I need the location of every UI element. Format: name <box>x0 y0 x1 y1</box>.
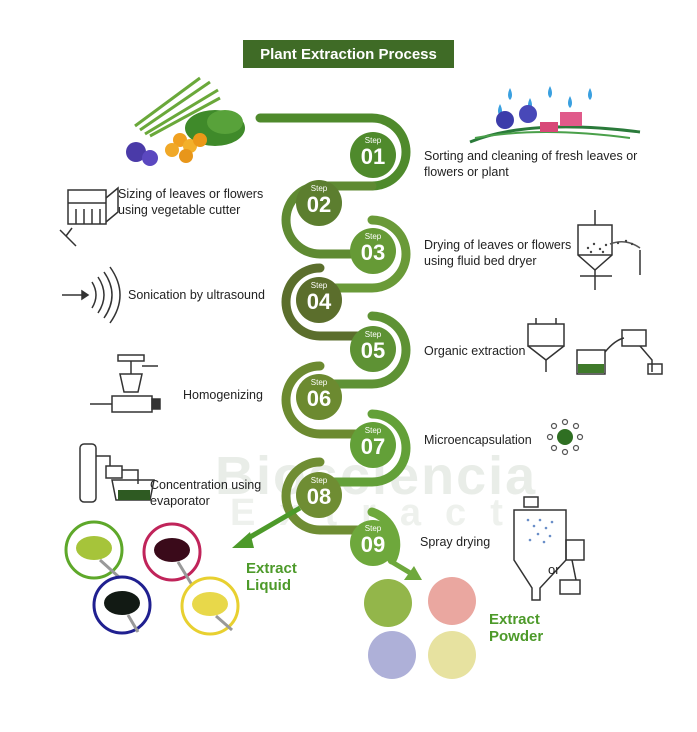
step-04-label: Sonication by ultrasound <box>128 288 265 302</box>
step-05-label: Organic extraction <box>424 344 526 358</box>
extract-liquid-line2: Liquid <box>246 577 291 594</box>
step-06-label: Homogenizing <box>183 388 263 402</box>
step-number: 02 <box>306 192 332 217</box>
step-word: Step <box>364 232 382 241</box>
diagram-title: Plant Extraction Process <box>243 40 454 68</box>
step-number: 09 <box>360 532 386 557</box>
step-number: 05 <box>360 338 386 363</box>
step-word: Step <box>310 476 328 485</box>
step-number: 01 <box>360 144 386 169</box>
step-number: 03 <box>360 240 386 265</box>
step-02-label: Sizing of leaves or flowers using vegeta… <box>118 187 264 217</box>
step-word: Step <box>364 524 382 533</box>
step-number: 04 <box>306 289 332 314</box>
step-number: 07 <box>360 434 386 459</box>
step-number: 08 <box>306 484 332 509</box>
step-01-label: Sorting and cleaning of fresh leaves or … <box>424 149 638 179</box>
extract-powder-line2: Powder <box>489 628 544 645</box>
step-number: 06 <box>306 386 332 411</box>
step-word: Step <box>310 184 328 193</box>
or-label: or <box>548 562 560 577</box>
step-09-label: Spray drying <box>420 535 491 549</box>
step-word: Step <box>310 281 328 290</box>
step-07-label: Microencapsulation <box>424 433 532 447</box>
extract-liquid-label: Extract Liquid <box>246 560 297 594</box>
step-word: Step <box>364 426 382 435</box>
extract-liquid-line1: Extract <box>246 560 297 577</box>
step-word: Step <box>364 136 382 145</box>
step-03-label: Drying of leaves or flowers using fluid … <box>424 238 572 268</box>
step-08-label: Concentration using evaporator <box>150 478 262 508</box>
extract-powder-line1: Extract <box>489 611 540 628</box>
extract-powder-label: Extract Powder <box>489 611 543 645</box>
step-word: Step <box>364 330 382 339</box>
step-word: Step <box>310 378 328 387</box>
